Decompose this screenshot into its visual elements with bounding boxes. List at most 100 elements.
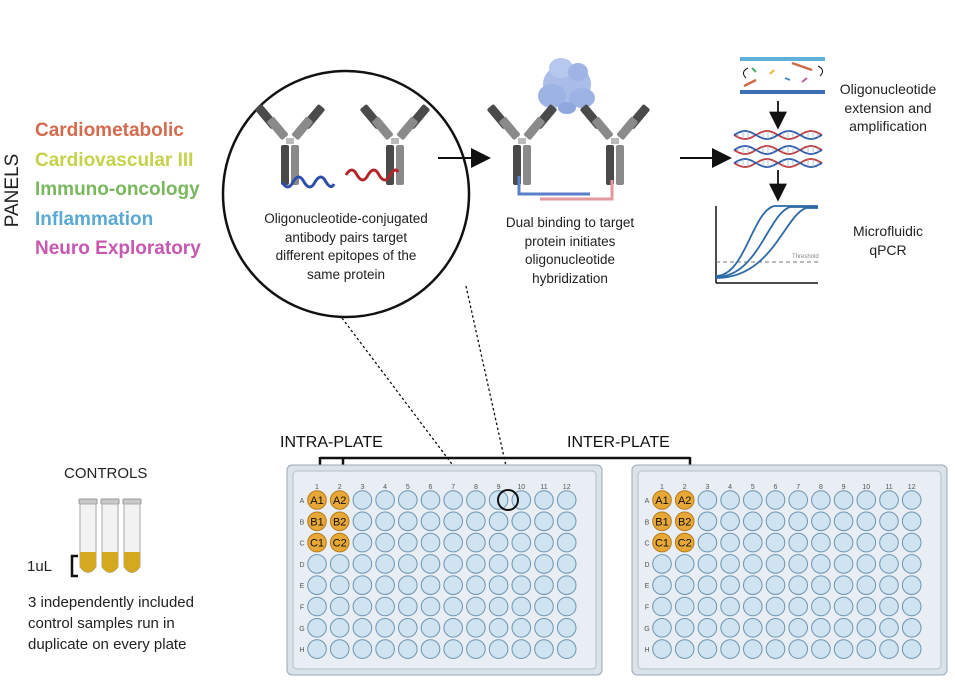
well-C4	[720, 532, 740, 553]
well-label: A2	[333, 495, 346, 507]
well-B9	[488, 511, 509, 532]
well-A8	[466, 490, 486, 510]
well-H9	[833, 639, 854, 659]
well-H6	[765, 639, 786, 659]
well-A1	[652, 490, 672, 510]
well-H4	[720, 639, 740, 659]
controls-title: CONTROLS	[64, 465, 148, 482]
well-F11	[534, 596, 554, 617]
well-H11	[879, 639, 899, 659]
well-G10	[856, 618, 877, 638]
panel-item: Inflammation	[35, 208, 154, 230]
well-D7	[443, 554, 464, 574]
caption-line: duplicate on every plate	[28, 636, 187, 653]
row-label: H	[299, 647, 304, 654]
well-A9	[833, 490, 854, 510]
well-A1	[307, 490, 327, 510]
well-C2	[674, 532, 695, 553]
well-H7	[788, 639, 809, 659]
well-C3	[697, 532, 718, 553]
column-label: 2	[683, 484, 687, 491]
well-B11	[534, 511, 554, 532]
well-A10	[856, 490, 877, 510]
well-F8	[466, 596, 486, 617]
well-B1	[652, 511, 672, 532]
well-label: B2	[678, 516, 691, 528]
well-C4	[375, 532, 395, 553]
well-label: B1	[655, 516, 668, 528]
well-G1	[652, 618, 672, 638]
well-C5	[743, 532, 763, 553]
well-label: A1	[655, 495, 668, 507]
antibody-icon	[580, 104, 650, 185]
well-D6	[420, 554, 441, 574]
well-B9	[833, 511, 854, 532]
caption-line: amplification	[849, 118, 927, 134]
caption-line: qPCR	[869, 241, 907, 258]
well-G7	[788, 618, 809, 638]
well-C7	[443, 532, 464, 553]
caption-line: different epitopes of the	[275, 248, 417, 263]
well-E7	[788, 575, 809, 596]
antibody-icon	[360, 104, 430, 185]
row-label: H	[644, 647, 649, 654]
well-E1	[652, 575, 672, 596]
caption-line: Microfluidic	[852, 223, 923, 239]
well-G5	[398, 618, 418, 638]
well-D12	[556, 554, 577, 574]
well-H1	[652, 639, 672, 659]
well-G4	[720, 618, 740, 638]
well-D6	[765, 554, 786, 574]
well-B5	[743, 511, 763, 532]
well-D3	[697, 554, 718, 574]
column-label: 1	[315, 484, 319, 491]
well-B7	[788, 511, 809, 532]
row-label: B	[300, 519, 305, 526]
well-F12	[556, 596, 577, 617]
panel-item: Immuno-oncology	[35, 179, 200, 200]
well-A4	[720, 490, 740, 510]
well-A3	[697, 490, 718, 510]
well-C6	[765, 532, 786, 553]
column-label: 4	[383, 484, 387, 491]
well-G8	[466, 618, 486, 638]
caption-line: control samples run in	[28, 615, 175, 632]
well-C11	[879, 532, 899, 553]
well-E1	[307, 575, 327, 596]
column-label: 11	[540, 484, 547, 491]
well-H3	[352, 639, 373, 659]
threshold-label: Threshold	[792, 254, 819, 260]
well-D5	[398, 554, 418, 574]
qpcr-curve-icon	[715, 205, 818, 284]
well-G5	[743, 618, 763, 638]
well-label: A2	[678, 495, 691, 507]
panel-item: Cardiovascular III	[35, 149, 194, 171]
well-H8	[466, 639, 486, 659]
well-G10	[511, 618, 532, 638]
hybridized-blue-strand	[517, 176, 590, 196]
well-F4	[720, 596, 740, 617]
row-label: D	[644, 562, 649, 569]
column-label: 12	[908, 484, 916, 491]
well-D3	[352, 554, 373, 574]
well-A2	[674, 490, 695, 510]
column-label: 8	[474, 484, 478, 491]
well-H9	[488, 639, 509, 659]
well-F2	[674, 596, 695, 617]
well-C6	[420, 532, 441, 553]
row-label: A	[645, 498, 650, 505]
well-C8	[466, 532, 486, 553]
well-G1	[307, 618, 327, 638]
well-B5	[398, 511, 418, 532]
well-G3	[352, 618, 373, 638]
well-D7	[788, 554, 809, 574]
column-label: 3	[360, 484, 364, 491]
well-D4	[375, 554, 395, 574]
well-H5	[398, 639, 418, 659]
well-F11	[879, 596, 899, 617]
dna-helix-icon	[733, 130, 823, 168]
well-C2	[329, 532, 350, 553]
